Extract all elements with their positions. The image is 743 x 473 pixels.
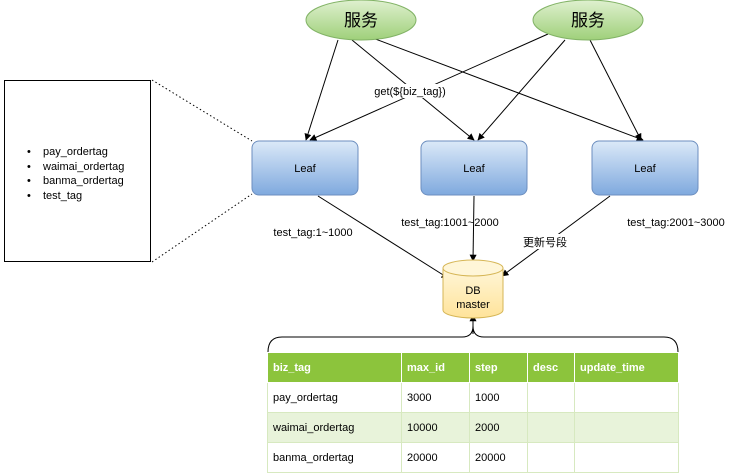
edge-leaf2-db — [469, 195, 477, 262]
db-label-line1: DB — [465, 285, 480, 297]
table-row: pay_ordertag 3000 1000 — [267, 382, 679, 413]
table-cell: 20000 — [469, 442, 528, 473]
col-header-update-time: update_time — [574, 352, 679, 383]
edge-svc1-leaf1 — [304, 39, 339, 141]
table-brace — [267, 325, 679, 353]
list-item: pay_ordertag — [27, 145, 124, 160]
service-label-2: 服务 — [571, 11, 605, 31]
table-cell — [527, 382, 575, 413]
table-cell: banma_ordertag — [267, 442, 402, 473]
table-cell — [574, 442, 679, 473]
panel-connector-top — [151, 79, 253, 142]
table-cell — [527, 412, 575, 443]
table-cell: pay_ordertag — [267, 382, 402, 413]
table-header-row: biz_tag max_id step desc update_time — [267, 352, 679, 383]
leaf-node-2: Leaf — [420, 140, 528, 196]
service-node-2: 服务 — [532, 0, 644, 41]
range-label-2: test_tag:1001~2000 — [401, 217, 499, 229]
edge-svc2-leaf3 — [589, 39, 642, 141]
table-cell: waimai_ordertag — [267, 412, 402, 443]
service-node-1: 服务 — [305, 0, 417, 41]
biz-tag-list: pay_ordertag waimai_ordertag banma_order… — [27, 145, 124, 203]
edge-leaf1-db — [317, 195, 449, 279]
col-header-max-id: max_id — [401, 352, 470, 383]
col-header-step: step — [469, 352, 528, 383]
edge-svc2-leaf2 — [477, 39, 566, 141]
table-row: banma_ordertag 20000 20000 — [267, 442, 679, 473]
range-label-3: test_tag:2001~3000 — [627, 217, 725, 229]
edge-svc1-leaf3 — [369, 36, 644, 142]
leaf-node-3: Leaf — [591, 140, 699, 196]
service-label-1: 服务 — [344, 11, 378, 31]
table-row: waimai_ordertag 10000 2000 — [267, 412, 679, 443]
leaf-label-3: Leaf — [634, 163, 656, 175]
db-master-node: DB master — [442, 259, 504, 319]
list-item: test_tag — [27, 189, 124, 204]
table-cell: 2000 — [469, 412, 528, 443]
leaf-alloc-table: biz_tag max_id step desc update_time pay… — [267, 352, 679, 473]
table-cell — [527, 442, 575, 473]
biz-tag-list-panel: pay_ordertag waimai_ordertag banma_order… — [4, 80, 151, 262]
list-item: waimai_ordertag — [27, 160, 124, 175]
leaf-label-1: Leaf — [294, 163, 316, 175]
update-segment-label: 更新号段 — [523, 235, 567, 249]
col-header-biz-tag: biz_tag — [267, 352, 402, 383]
table-cell — [574, 382, 679, 413]
table-cell: 3000 — [401, 382, 470, 413]
table-cell: 20000 — [401, 442, 470, 473]
get-edge-label: get(${biz_tag}) — [374, 86, 446, 98]
db-label-line2: master — [456, 299, 490, 311]
range-label-1: test_tag:1~1000 — [273, 227, 352, 239]
leaf-label-2: Leaf — [463, 163, 485, 175]
list-item: banma_ordertag — [27, 174, 124, 189]
col-header-desc: desc — [527, 352, 575, 383]
leaf-node-1: Leaf — [251, 140, 359, 196]
table-cell: 10000 — [401, 412, 470, 443]
table-cell: 1000 — [469, 382, 528, 413]
table-cell — [574, 412, 679, 443]
panel-connector-bottom — [151, 193, 253, 263]
